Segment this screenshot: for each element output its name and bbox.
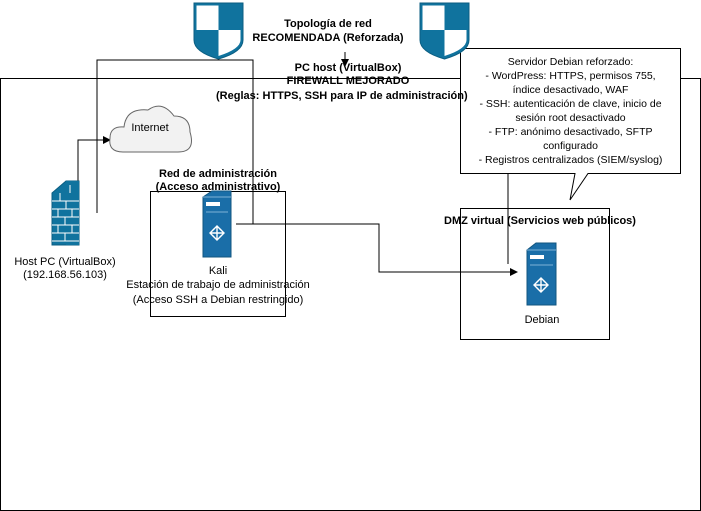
admin-network-subtitle: (Acceso administrativo) — [155, 181, 281, 193]
kali-role: Estación de trabajo de administración — [126, 279, 310, 291]
debian-server-icon — [526, 242, 557, 306]
diagram-title-line1: Topología de red — [284, 18, 372, 30]
host-container-title: PC host (VirtualBox) — [294, 62, 402, 74]
firewall-link-left — [96, 59, 254, 224]
host-pc-name: Host PC (VirtualBox) — [14, 256, 116, 268]
kali-note: (Acceso SSH a Debian restringido) — [132, 294, 304, 306]
callout-line-7: configurado — [543, 140, 598, 152]
cloud-icon — [109, 105, 192, 153]
host-container-rules: (Reglas: HTTPS, SSH para IP de administr… — [216, 90, 468, 102]
host-pc-ip: (192.168.56.103) — [23, 269, 107, 281]
callout-line-1: Servidor Debian reforzado: — [507, 56, 634, 68]
kali-to-debian-line — [236, 223, 518, 276]
callout-line-2: - WordPress: HTTPS, permisos 755, — [485, 70, 656, 82]
callout-line-3: índice desactivado, WAF — [512, 84, 629, 96]
host-container-firewall: FIREWALL MEJORADO — [286, 75, 410, 87]
shield-icon-right — [419, 2, 470, 60]
admin-network-title: Red de administración — [159, 168, 277, 180]
callout-line-5: sesión root desactivado — [515, 112, 626, 124]
diagram-title-line2: RECOMENDADA (Reforzada) — [252, 32, 404, 44]
shield-icon-left — [193, 2, 244, 60]
dmz-title: DMZ virtual (Servicios web públicos) — [444, 215, 636, 227]
callout-line-8: - Registros centralizados (SIEM/syslog) — [478, 154, 663, 166]
callout-line-6: - FTP: anónimo desactivado, SFTP — [488, 126, 653, 138]
kali-server-icon — [202, 190, 232, 258]
debian-name: Debian — [524, 314, 560, 326]
internet-label: Internet — [131, 122, 169, 134]
firewall-to-internet-line — [77, 136, 111, 207]
kali-name: Kali — [208, 265, 228, 277]
firewall-brick-icon — [51, 180, 80, 246]
callout-line-4: - SSH: autenticación de clave, inicio de — [479, 98, 662, 110]
callout-shape — [460, 48, 681, 201]
dmz-box — [460, 208, 610, 340]
callout-box: Servidor Debian reforzado: - WordPress: … — [461, 55, 680, 167]
